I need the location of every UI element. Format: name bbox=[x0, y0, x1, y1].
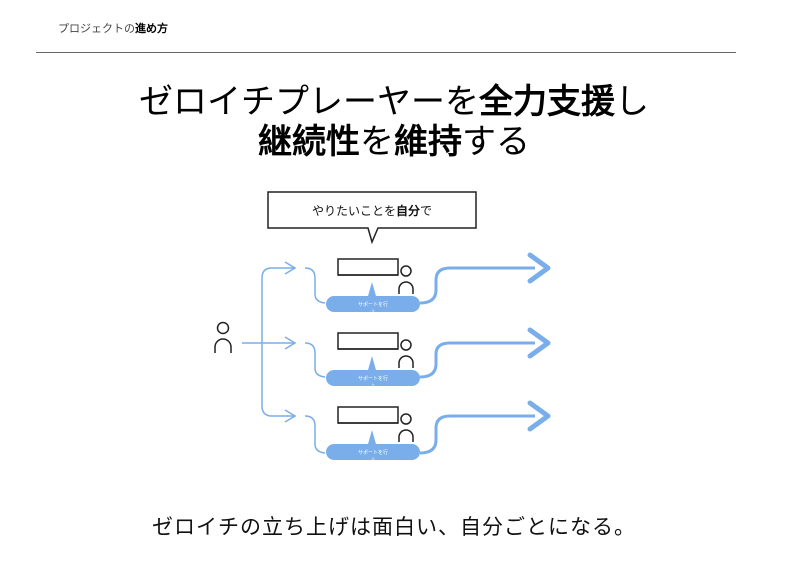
support-label-wrap: う bbox=[371, 308, 375, 314]
section-header: プロジェクトの進め方 bbox=[58, 22, 168, 35]
person-icon bbox=[214, 321, 232, 353]
arrow-icon bbox=[527, 400, 551, 432]
support-row: サポートを行 う bbox=[304, 400, 551, 462]
support-label-wrap: う bbox=[371, 456, 375, 462]
person-icon bbox=[400, 339, 412, 351]
support-row: サポートを行 う bbox=[304, 327, 551, 388]
screen-icon bbox=[337, 258, 399, 276]
support-label: サポートを行 bbox=[358, 449, 388, 456]
person-icon bbox=[400, 413, 412, 425]
screen-icon bbox=[337, 406, 399, 424]
screen-icon bbox=[337, 332, 399, 350]
support-label: サポートを行 bbox=[358, 375, 388, 382]
branch-connector bbox=[242, 261, 297, 423]
support-row: サポートを行 う bbox=[304, 252, 551, 314]
support-pill bbox=[326, 296, 420, 312]
arrow-icon bbox=[527, 252, 551, 284]
support-label: サポートを行 bbox=[358, 301, 388, 308]
caption: ゼロイチの立ち上げは面白い、自分ごとになる。 bbox=[152, 515, 636, 539]
bubble-text: やりたいことを自分で bbox=[312, 203, 432, 218]
header-divider bbox=[36, 52, 736, 53]
support-pill bbox=[326, 444, 420, 460]
page-title: ゼロイチプレーヤーを全力支援し 継続性を維持する bbox=[139, 82, 649, 162]
support-label-wrap: う bbox=[371, 382, 375, 388]
arrow-icon bbox=[527, 327, 551, 359]
support-pill bbox=[326, 370, 420, 386]
person-icon bbox=[400, 265, 412, 277]
speech-bubble: やりたいことを自分で bbox=[267, 191, 477, 245]
